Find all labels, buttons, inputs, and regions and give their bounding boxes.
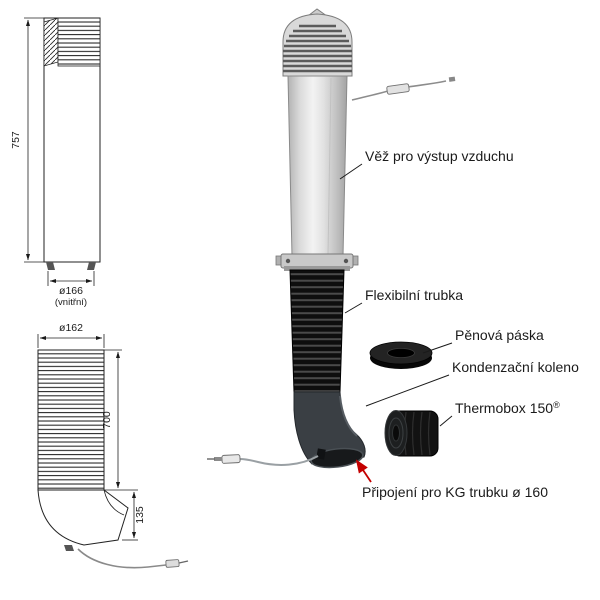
tower-foot-right (87, 262, 96, 270)
cap-louvers (283, 24, 352, 73)
foam-tape-ring (369, 341, 433, 369)
thermobox-rib (419, 411, 423, 456)
flexible-tube (289, 269, 345, 393)
label-thermobox: Thermobox 150® (455, 400, 560, 416)
label-kg-connection: Připojení pro KG trubku ø 160 (362, 484, 548, 500)
flex-tube-outline (37, 349, 105, 491)
dim-757-value: 757 (10, 131, 22, 149)
kg-connection-arrow (355, 459, 372, 483)
cable-clamp (316, 448, 326, 460)
elbow-inner-bend (103, 489, 125, 516)
connector-body (386, 83, 410, 95)
tower-foot-left (46, 262, 55, 270)
cable-plug (165, 559, 180, 568)
cable-line (77, 548, 167, 569)
dim-135 (122, 491, 138, 541)
thermobox-rib (411, 411, 415, 456)
dim-166-note: (vnitřní) (55, 297, 87, 308)
leader-tower (339, 163, 363, 180)
leader-condensation-elbow (365, 374, 450, 407)
leader-flexible-tube (344, 302, 363, 314)
thermobox-face-ring (388, 417, 404, 449)
tower-side-hatch (43, 17, 59, 67)
dim-drawing-tower: 757 ø166 (vnitřní) (10, 17, 101, 308)
connector-tip (448, 76, 456, 82)
tower-cap (282, 8, 353, 77)
dim-757 (24, 17, 44, 263)
annotations: Věž pro výstup vzduchu Flexibilní trubka… (339, 148, 579, 500)
dim-166 (47, 271, 95, 286)
cable-pin (178, 560, 189, 564)
label-tower: Věž pro výstup vzduchu (365, 148, 514, 164)
cable-tip (214, 457, 222, 461)
condensation-elbow (293, 391, 366, 469)
ring-hole (387, 347, 415, 358)
dim-700-value: 700 (101, 411, 113, 429)
cable-plug (221, 454, 241, 464)
label-condensation-elbow: Kondenzační koleno (452, 359, 579, 375)
dim-135-value: 135 (134, 506, 146, 524)
flange-bolt (343, 258, 349, 264)
label-thermobox-reg: ® (553, 400, 560, 410)
leader-thermobox (439, 415, 453, 427)
flange-ring (280, 253, 354, 269)
inline-connector (351, 76, 456, 101)
tower-seam (327, 77, 332, 256)
sensor-cable (207, 454, 319, 466)
label-foam-tape: Pěnová páska (455, 327, 544, 343)
drawing-sensor-cable (77, 548, 189, 569)
elbow-foot (64, 545, 74, 551)
flange-bolt (285, 258, 291, 264)
flange-shadow (284, 266, 350, 271)
dim-162 (37, 334, 105, 348)
dim-166-value: ø166 (59, 285, 83, 297)
tower-body (287, 75, 348, 257)
label-flexible-tube: Flexibilní trubka (365, 287, 463, 303)
thermobox-cylinder (384, 410, 439, 457)
elbow-highlight (339, 395, 358, 437)
connector-cable-left (351, 90, 389, 101)
connector-cable-right (407, 80, 447, 88)
dim-drawing-flex-elbow: ø162 700 135 (37, 322, 189, 569)
elbow-outline (37, 489, 129, 546)
thermobox-face-hole (392, 424, 400, 442)
dim-700 (104, 349, 138, 491)
leader-foam-tape (422, 342, 453, 354)
assembly-view (207, 8, 456, 469)
cable-line (239, 455, 319, 466)
flange (275, 253, 359, 271)
tower-shell (287, 75, 348, 257)
thermobox-rib (427, 411, 431, 456)
dim-162-value: ø162 (59, 322, 83, 334)
tower-louver-band (57, 17, 101, 67)
label-thermobox-main: Thermobox 150 (455, 400, 553, 416)
